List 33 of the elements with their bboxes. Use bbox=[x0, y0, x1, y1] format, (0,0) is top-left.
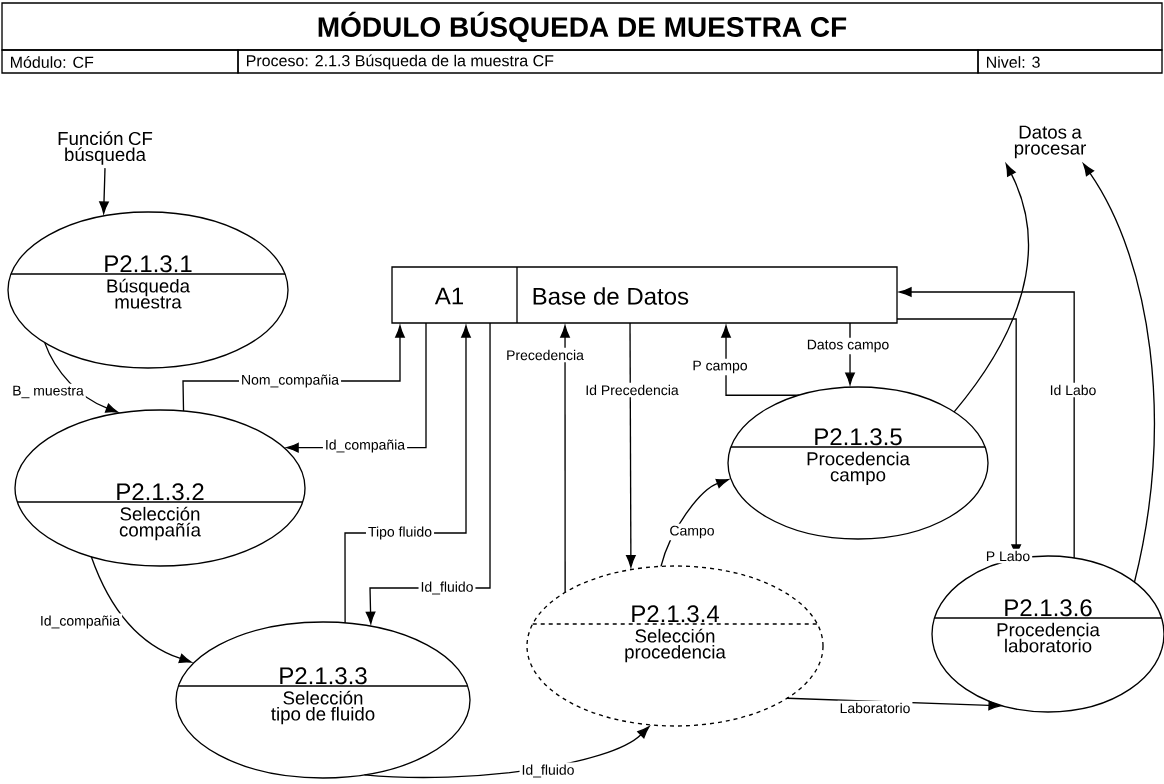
header-field: Módulo: CF bbox=[1, 49, 239, 74]
edge-label: Nom_compañia bbox=[239, 372, 342, 390]
arrow bbox=[560, 325, 570, 594]
edge-label: Tipo fluido bbox=[365, 524, 435, 542]
arrow bbox=[721, 325, 800, 396]
arrow bbox=[90, 556, 192, 664]
data-store: A1 Base de Datos bbox=[391, 266, 898, 324]
edge-label: Id_compañia bbox=[322, 437, 408, 455]
edge-label: Laboratorio bbox=[837, 700, 913, 716]
edge-label: Campo bbox=[667, 523, 717, 541]
edge-label: B_ muestra bbox=[10, 383, 86, 401]
arrow bbox=[845, 322, 855, 385]
arrow bbox=[44, 341, 119, 413]
title-banner: MÓDULO BÚSQUEDA DE MUESTRA CF bbox=[1, 2, 1163, 51]
arrow bbox=[626, 322, 636, 568]
edge-label: Id Labo bbox=[1047, 382, 1099, 398]
edge-label: P campo bbox=[690, 358, 750, 376]
entity-label: Función CF búsqueda bbox=[58, 131, 153, 165]
arrow bbox=[660, 478, 729, 568]
arrow bbox=[99, 167, 109, 214]
arrow bbox=[953, 163, 1029, 413]
arrow bbox=[1082, 163, 1155, 583]
edge-label: Id_fluido bbox=[519, 762, 577, 780]
edge-label: Datos campo bbox=[804, 337, 892, 355]
header-field: Proceso: 2.1.3 Búsqueda de la muestra CF bbox=[237, 49, 979, 74]
header-field: Nivel: 3 bbox=[977, 49, 1163, 74]
edge-label: P Labo bbox=[983, 548, 1033, 564]
edge-label: Precedencia bbox=[504, 347, 586, 363]
edge-label: Id_compañia bbox=[37, 613, 123, 631]
arrow bbox=[899, 287, 1075, 559]
edge-label: Id Precedencia bbox=[583, 382, 681, 398]
edge-label: Id_fluido bbox=[418, 579, 476, 597]
entity-label: Datos a procesar bbox=[1014, 125, 1086, 159]
